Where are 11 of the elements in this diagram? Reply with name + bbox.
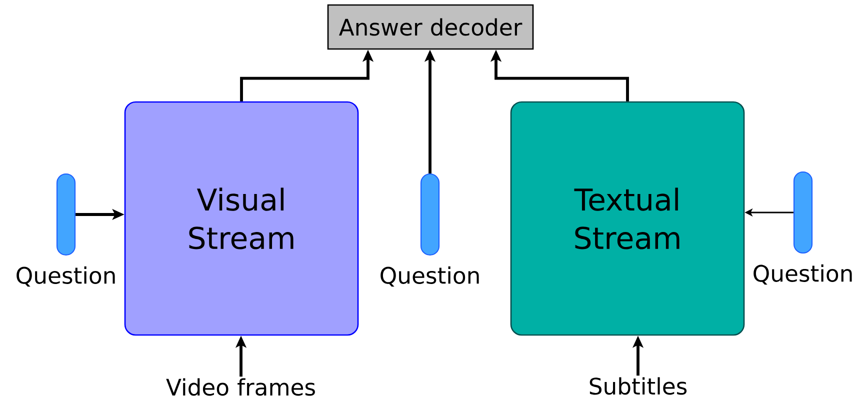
stream-box: Textual Stream [510,101,745,336]
input-bar [56,173,76,256]
input-label: Subtitles [590,377,687,395]
decoder-box: Answer decoder [327,4,534,50]
input-label: Question [380,266,479,287]
input-bar [793,171,813,254]
input-label: Question [16,266,115,287]
input-bar [420,173,440,256]
stream-box: Visual Stream [124,101,359,336]
input-label: Question [754,264,852,285]
input-label: Video frames [166,378,315,396]
